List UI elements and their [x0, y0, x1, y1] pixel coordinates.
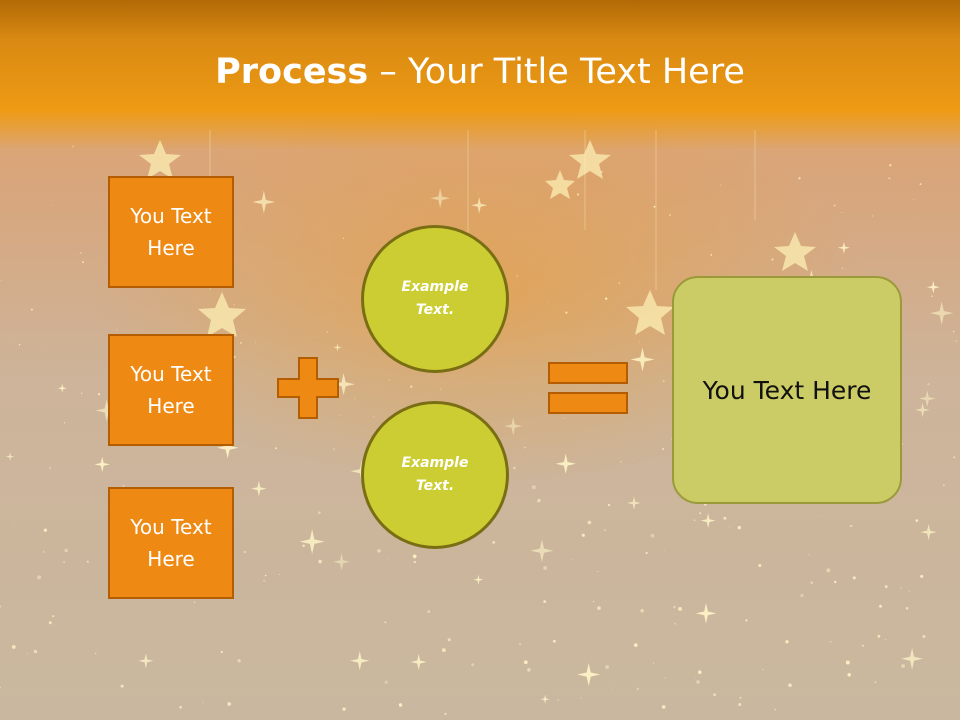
input-box-1: You Text Here	[108, 176, 234, 288]
slide-title: Process – Your Title Text Here	[0, 52, 960, 92]
result-box-label: You Text Here	[702, 375, 872, 405]
example-circle-1: Example Text.	[361, 225, 509, 373]
plus-icon	[277, 357, 339, 419]
input-box-3: You Text Here	[108, 487, 234, 599]
example-circle-1-label: Example Text.	[401, 279, 469, 318]
input-box-3-label: You Text Here	[130, 515, 212, 571]
title-rest: – Your Title Text Here	[368, 52, 745, 92]
example-circle-2-label: Example Text.	[401, 455, 469, 494]
title-bold: Process	[215, 52, 369, 92]
input-box-2: You Text Here	[108, 334, 234, 446]
input-box-2-label: You Text Here	[130, 362, 212, 418]
header-band	[0, 0, 960, 150]
input-box-1-label: You Text Here	[130, 204, 212, 260]
result-box: You Text Here	[672, 276, 902, 504]
example-circle-2: Example Text.	[361, 401, 509, 549]
equals-icon	[548, 362, 628, 414]
